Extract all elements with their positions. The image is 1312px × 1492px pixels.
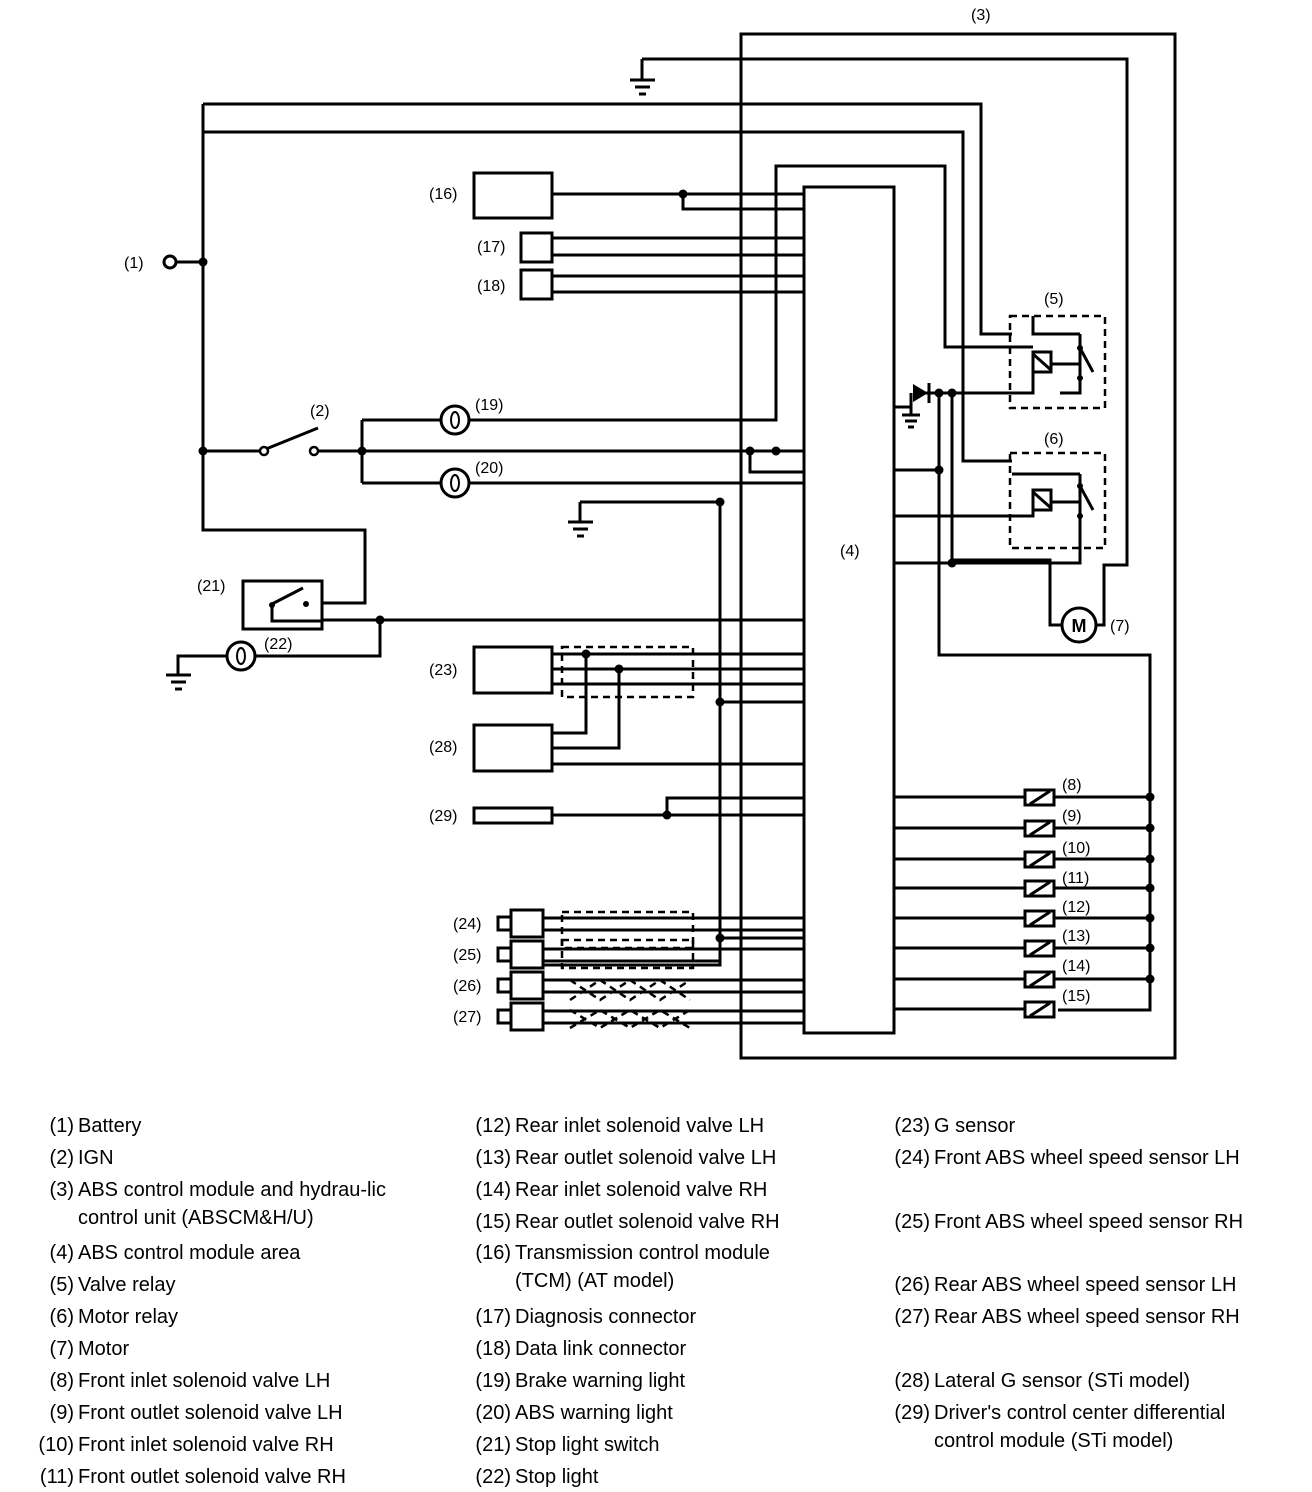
valve-relay-icon — [1008, 314, 1107, 410]
label-26: (26) — [453, 978, 481, 995]
dccd-module-box — [472, 806, 554, 825]
battery-terminal-icon — [162, 254, 178, 270]
label-1: (1) — [124, 255, 144, 272]
label-9: (9) — [1062, 808, 1082, 825]
label-19: (19) — [475, 397, 503, 414]
ground-icon — [166, 654, 226, 691]
stop-light-switch-icon — [241, 579, 324, 631]
ground-icon — [568, 502, 593, 538]
motor-relay-icon — [1008, 451, 1107, 550]
solenoid-valves — [894, 788, 1150, 1019]
motor-symbol: M — [1072, 616, 1087, 636]
wheel-speed-sensor-icon — [496, 1001, 545, 1032]
label-24: (24) — [453, 916, 481, 933]
data-link-connector-box — [519, 268, 554, 301]
abscm-hu-outline — [739, 32, 1177, 1060]
diode-icon — [902, 383, 931, 429]
wheel-speed-sensor-icon — [496, 908, 545, 939]
ground-icon — [630, 59, 655, 96]
abs-control-module-area — [802, 185, 896, 1035]
label-11: (11) — [1062, 870, 1089, 887]
label-3: (3) — [971, 7, 991, 24]
wheel-speed-sensor-icon — [496, 939, 545, 970]
junction-dots — [198, 189, 1155, 984]
ign-switch-icon — [203, 426, 320, 457]
label-15: (15) — [1062, 988, 1090, 1005]
label-29: (29) — [429, 808, 457, 825]
label-18: (18) — [477, 278, 505, 295]
label-2: (2) — [310, 403, 330, 420]
wheel-speed-sensor-icon — [496, 970, 545, 1001]
tcm-box — [472, 171, 554, 220]
label-7: (7) — [1110, 618, 1130, 635]
motor-icon: M — [1060, 606, 1098, 644]
label-10: (10) — [1062, 840, 1090, 857]
label-12: (12) — [1062, 899, 1090, 916]
label-17: (17) — [477, 239, 505, 256]
g-sensor-box — [472, 645, 554, 695]
abs-wiring-diagram: M — [124, 7, 1177, 1060]
label-14: (14) — [1062, 958, 1090, 975]
diagnosis-connector-box — [519, 231, 554, 264]
label-5: (5) — [1044, 291, 1064, 308]
label-22: (22) — [264, 636, 292, 653]
label-23: (23) — [429, 662, 457, 679]
lateral-g-sensor-box — [472, 723, 554, 773]
label-16: (16) — [429, 186, 457, 203]
brake-warning-light-icon — [439, 404, 471, 436]
label-13: (13) — [1062, 928, 1090, 945]
label-21: (21) — [197, 578, 225, 595]
label-8: (8) — [1062, 777, 1082, 794]
abs-warning-light-icon — [439, 467, 471, 499]
label-20: (20) — [475, 460, 503, 477]
label-4: (4) — [840, 543, 860, 560]
stop-light-icon — [225, 640, 257, 672]
label-28: (28) — [429, 739, 457, 756]
label-27: (27) — [453, 1009, 481, 1026]
label-6: (6) — [1044, 431, 1064, 448]
label-25: (25) — [453, 947, 481, 964]
